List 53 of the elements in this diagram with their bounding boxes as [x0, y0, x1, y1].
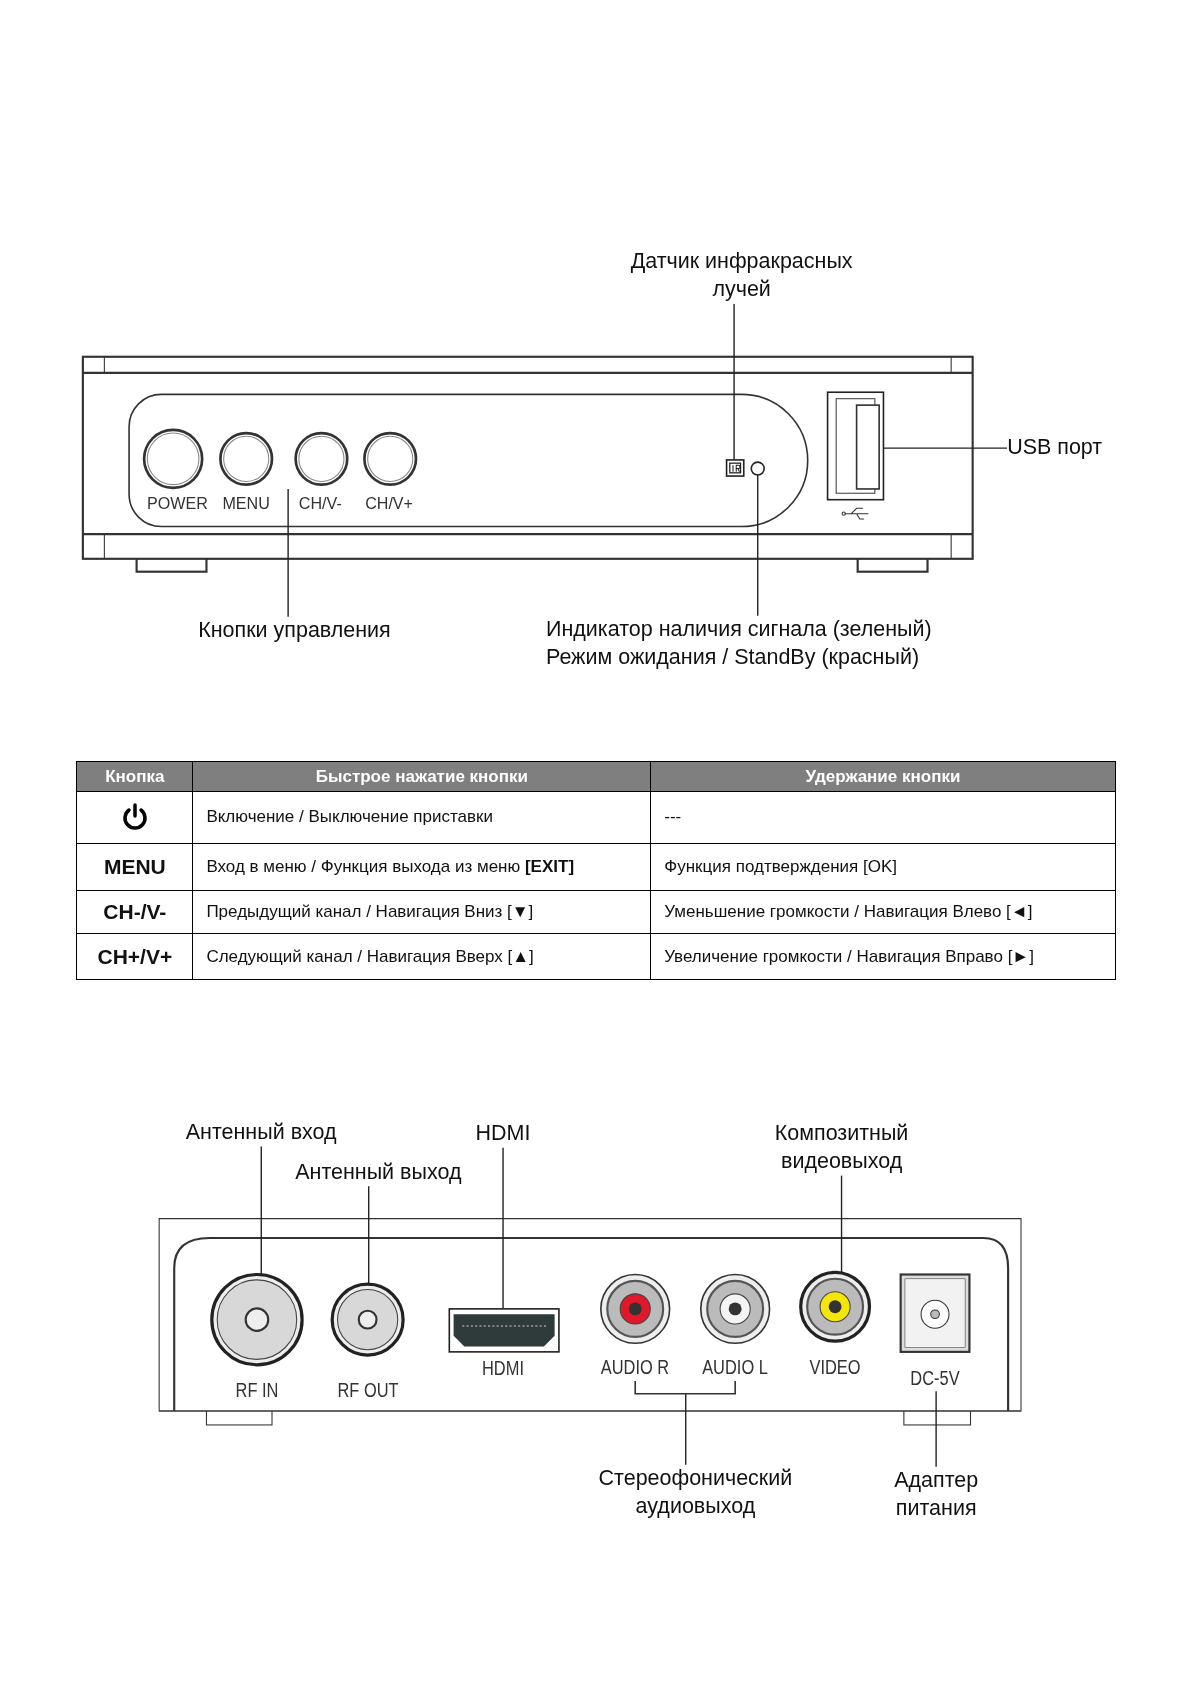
table-cell: --- [650, 791, 1116, 844]
table-cell: Предыдущий канал / Навигация Вниз [▼] [192, 890, 651, 934]
table-cell: CH+/V+ [76, 933, 193, 980]
device-label: POWER [146, 493, 208, 513]
device-label: CH/V+ [365, 493, 414, 513]
device-label: HDMI [482, 1356, 524, 1380]
video-jack [799, 1270, 872, 1343]
device-label: RF OUT [337, 1378, 399, 1402]
header-cell: Кнопка [76, 761, 193, 792]
infrared-sensor-icon [725, 459, 745, 477]
leader-line [840, 1174, 843, 1273]
leader-line [287, 488, 289, 618]
table-cell: CH-/V- [76, 890, 193, 934]
callout-text: Композитный видеовыход [750, 1120, 933, 1176]
device-label: AUDIO R [601, 1355, 670, 1379]
table-cell: Включение / Выключение приставки [192, 791, 651, 844]
leader-line [935, 1390, 937, 1468]
antenna-connector [330, 1282, 405, 1357]
callout-text: Кнопки управления [198, 616, 391, 645]
callout-text: Датчик инфракрасных лучей [601, 248, 882, 305]
leader-line [502, 1147, 504, 1310]
table-cell: Увеличение громкости / Навигация Вправо [►] [650, 933, 1116, 980]
leader-line [733, 303, 735, 461]
callout-text: Адаптер питания [877, 1467, 996, 1524]
table-cell: Уменьшение громкости / Навигация Влево [◄] [650, 890, 1116, 934]
table-cell: Функция подтверждения [OK] [650, 843, 1116, 891]
callout-text: Индикатор наличия сигнала (зеленый) [546, 615, 932, 643]
header-cell: Быстрое нажатие кнопки [192, 761, 651, 792]
device-label: RF IN [235, 1378, 279, 1402]
table-cell: Вход в меню / Функция выхода из меню [EXIT] [192, 843, 651, 891]
indicator-light [750, 461, 765, 476]
callout-text: Режим ожидания / StandBy (красный) [546, 643, 921, 671]
callout-text: Стереофонический аудиовыход [571, 1465, 819, 1521]
antenna-connector [210, 1272, 304, 1367]
leader-line [882, 447, 1008, 449]
callout-text: Антенный выход [295, 1158, 462, 1187]
usb-port [826, 391, 885, 501]
callout-text: USB порт [1007, 434, 1103, 463]
device-label: AUDIO L [702, 1355, 769, 1379]
leader-line [260, 1145, 262, 1275]
header-cell: Удержание кнопки [650, 761, 1116, 792]
device-label: VIDEO [809, 1355, 861, 1379]
device-label: MENU [222, 493, 270, 513]
callout-text: Антенный вход [185, 1118, 337, 1147]
leader-line [685, 1393, 687, 1466]
device-label: CH/V- [298, 493, 342, 513]
leader-line [757, 474, 759, 617]
hdmi-port [448, 1308, 560, 1353]
leader-line [368, 1185, 370, 1285]
callout-text: HDMI [475, 1120, 531, 1148]
table-cell: Следующий канал / Навигация Вверх [▲] [192, 933, 651, 980]
table-cell: MENU [76, 843, 193, 891]
device-label: DC-5V [910, 1366, 960, 1392]
